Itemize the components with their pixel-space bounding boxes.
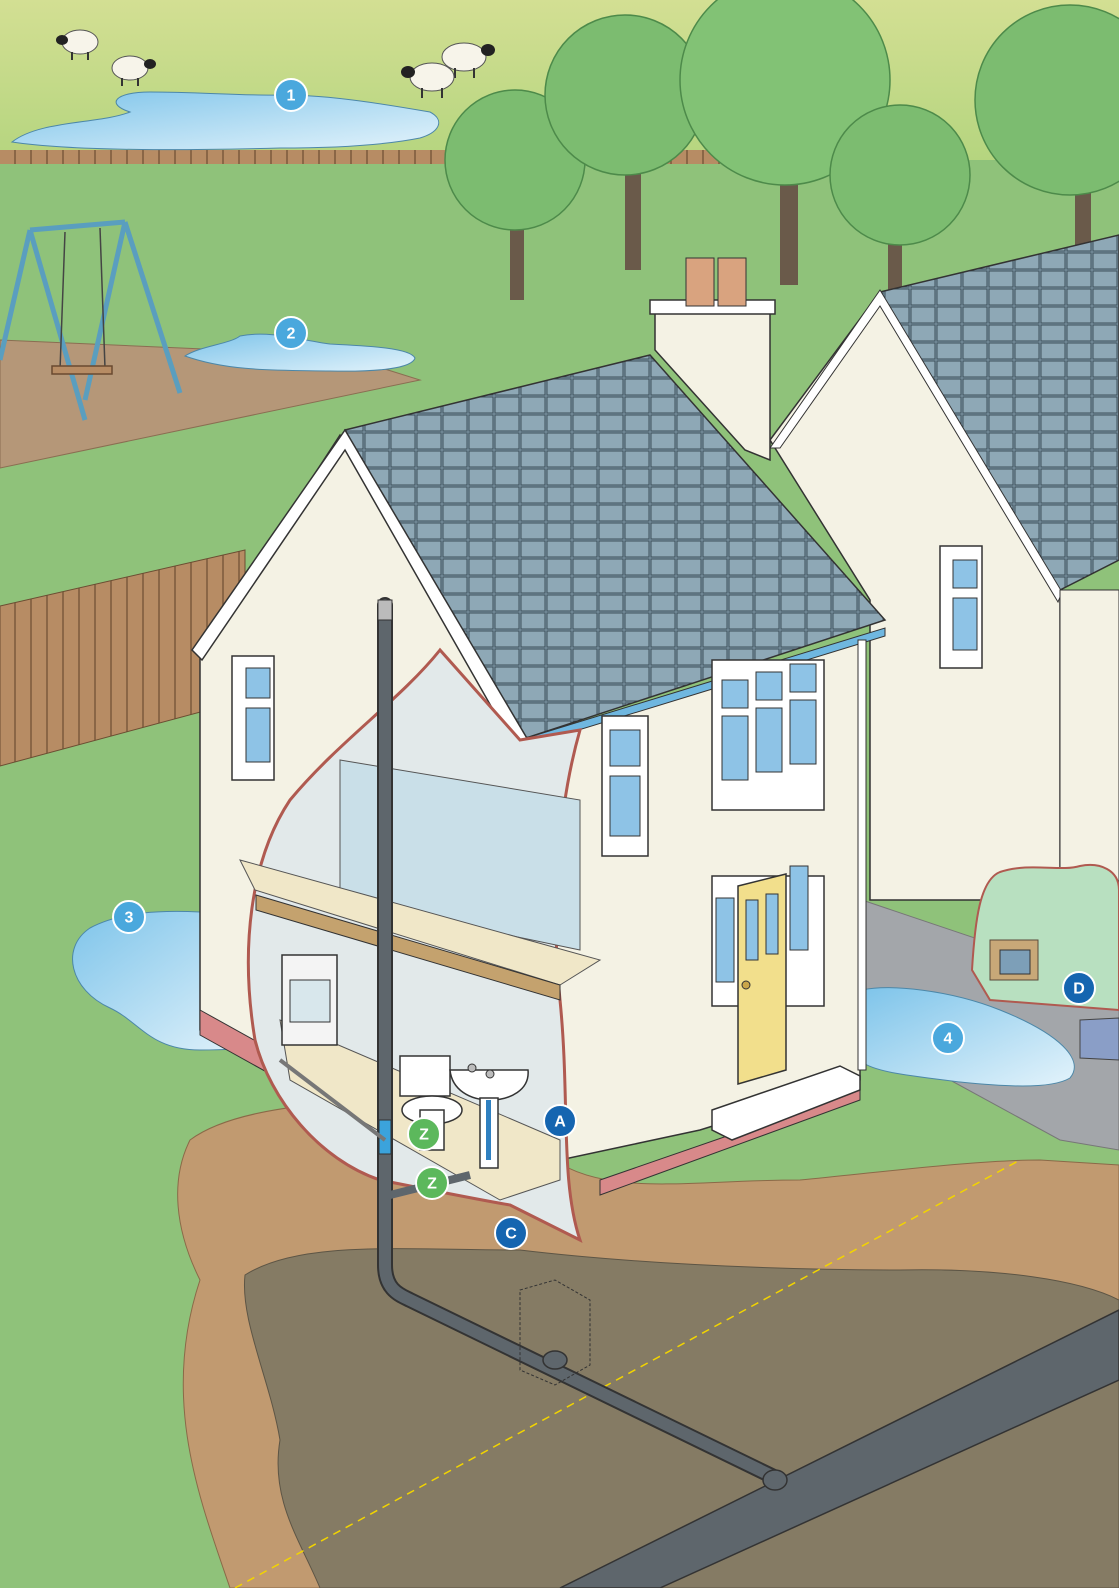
marker-1-label: 1 xyxy=(287,88,296,105)
marker-4: 4 xyxy=(932,1022,964,1054)
window xyxy=(940,546,982,668)
marker-1: 1 xyxy=(275,79,307,111)
window xyxy=(232,656,274,780)
marker-z1: Z xyxy=(408,1118,440,1150)
marker-z2: Z xyxy=(416,1167,448,1199)
marker-2-label: 2 xyxy=(287,326,296,343)
downpipe xyxy=(858,640,866,1070)
marker-a: A xyxy=(544,1105,576,1137)
marker-z2-label: Z xyxy=(427,1176,437,1193)
marker-d-label: D xyxy=(1073,981,1085,998)
marker-4-label: 4 xyxy=(944,1031,953,1048)
window xyxy=(712,660,824,810)
window xyxy=(602,716,648,856)
wall-appliance xyxy=(282,955,337,1045)
marker-a-label: A xyxy=(554,1114,566,1131)
marker-2: 2 xyxy=(275,317,307,349)
marker-3-label: 3 xyxy=(125,910,134,927)
marker-d: D xyxy=(1063,972,1095,1004)
marker-3: 3 xyxy=(113,901,145,933)
marker-c-label: C xyxy=(505,1226,517,1243)
marker-z1-label: Z xyxy=(419,1127,429,1144)
marker-c: C xyxy=(495,1217,527,1249)
